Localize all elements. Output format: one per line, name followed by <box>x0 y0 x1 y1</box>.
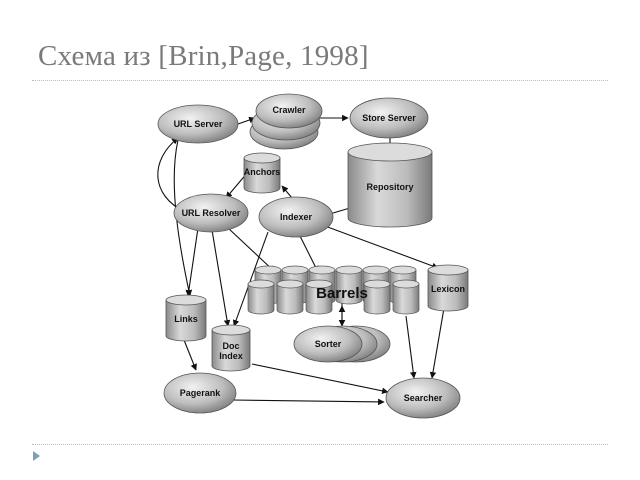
barrels-front-row <box>247 279 420 315</box>
svg-text:Index: Index <box>219 351 243 361</box>
crawler-node: Crawler <box>249 93 323 150</box>
barrels-node: Barrels <box>247 265 420 315</box>
svg-text:Sorter: Sorter <box>315 339 342 349</box>
edge-urlserver-crawler <box>237 116 256 125</box>
url-resolver-node: URL Resolver <box>173 193 249 233</box>
edge-urlresolver-links <box>185 227 199 297</box>
edge-pagerank-searcher <box>231 398 385 406</box>
url-server-node: URL Server <box>157 104 239 144</box>
edge-docindex-searcher <box>251 363 389 395</box>
svg-text:Lexicon: Lexicon <box>431 284 465 294</box>
svg-text:Anchors: Anchors <box>244 167 281 177</box>
store-server-node: Store Server <box>349 97 429 139</box>
svg-text:Indexer: Indexer <box>280 212 313 222</box>
svg-text:Store Server: Store Server <box>362 113 416 123</box>
searcher-node: Searcher <box>385 377 461 419</box>
edge-urlresolver-barrels <box>227 227 276 273</box>
links-node: Links <box>165 294 207 342</box>
footer-divider <box>32 444 608 445</box>
edge-lexicon-searcher <box>429 307 445 379</box>
edge-barrels-searcher <box>405 315 417 379</box>
pagerank-node: Pagerank <box>163 372 237 414</box>
svg-text:Repository: Repository <box>366 182 413 192</box>
svg-text:Links: Links <box>174 314 198 324</box>
svg-text:URL Server: URL Server <box>174 119 223 129</box>
svg-text:URL Resolver: URL Resolver <box>182 208 241 218</box>
lexicon-node: Lexicon <box>427 264 469 312</box>
sorter-node: Sorter <box>293 325 391 363</box>
edge-indexer-docindex <box>232 231 269 327</box>
edge-indexer-anchors <box>281 185 293 199</box>
repository-node: Repository <box>347 142 433 228</box>
doc-index-node: Doc Index <box>211 324 251 372</box>
title-divider <box>32 80 608 81</box>
svg-text:Searcher: Searcher <box>404 393 443 403</box>
svg-text:Barrels: Barrels <box>316 285 368 302</box>
svg-text:Pagerank: Pagerank <box>180 388 222 398</box>
edge-indexer-barrels <box>299 235 319 273</box>
edge-links-pagerank <box>183 339 197 371</box>
anchors-node: Anchors <box>243 152 281 194</box>
svg-text:Crawler: Crawler <box>272 105 306 115</box>
slide-title: Схема из [Brin,Page, 1998] <box>38 40 369 72</box>
edge-urlresolver-urlserver <box>157 137 186 213</box>
bullet-arrow-icon <box>33 451 40 461</box>
svg-text:Doc: Doc <box>222 341 239 351</box>
indexer-node: Indexer <box>258 196 334 238</box>
edge-urlresolver-docindex <box>211 229 231 327</box>
edge-indexer-lexicon <box>324 225 439 270</box>
